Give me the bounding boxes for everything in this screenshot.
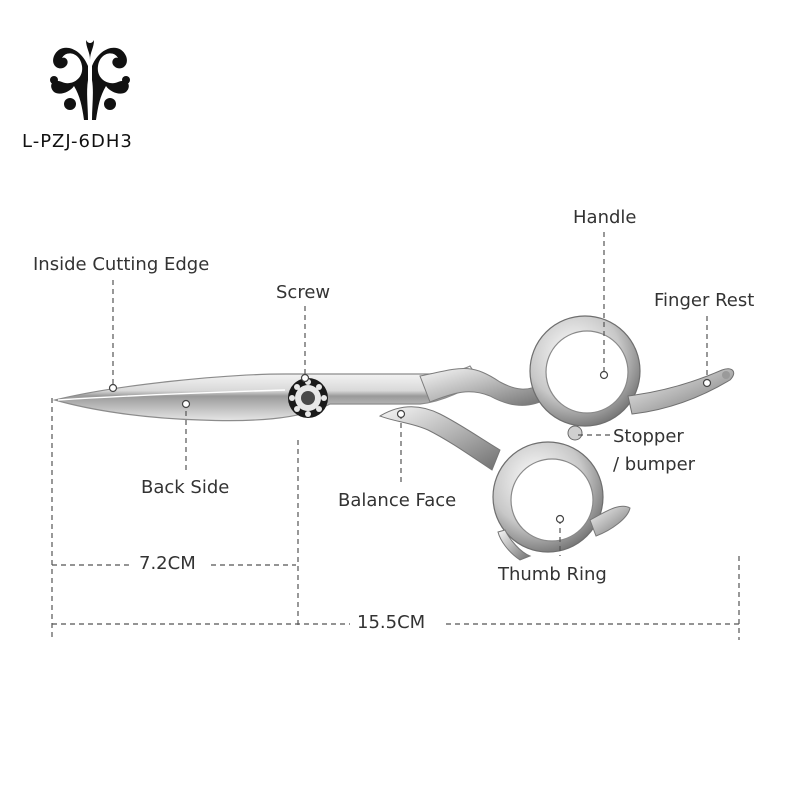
- lower-shank: [378, 406, 501, 471]
- label-stopper: Stopper: [613, 426, 684, 447]
- label-finger-rest: Finger Rest: [654, 290, 755, 311]
- ornamental-flourish-logo: [50, 40, 130, 120]
- model-code: L-PZJ-6DH3: [22, 131, 133, 152]
- dimension-total-length: 15.5CM: [357, 612, 426, 633]
- finger-rest: [627, 368, 735, 415]
- stopper-bumper: [567, 425, 583, 441]
- dimension-blade-length: 7.2CM: [139, 553, 196, 574]
- label-thumb-ring: Thumb Ring: [498, 564, 607, 585]
- screw: [288, 378, 328, 418]
- blade: [52, 365, 479, 422]
- label-screw: Screw: [276, 282, 331, 303]
- label-handle: Handle: [573, 207, 637, 228]
- label-back-side: Back Side: [141, 477, 230, 498]
- label-balance-face: Balance Face: [338, 490, 457, 511]
- label-inside-cutting-edge: Inside Cutting Edge: [33, 254, 210, 275]
- label-bumper: / bumper: [613, 454, 696, 475]
